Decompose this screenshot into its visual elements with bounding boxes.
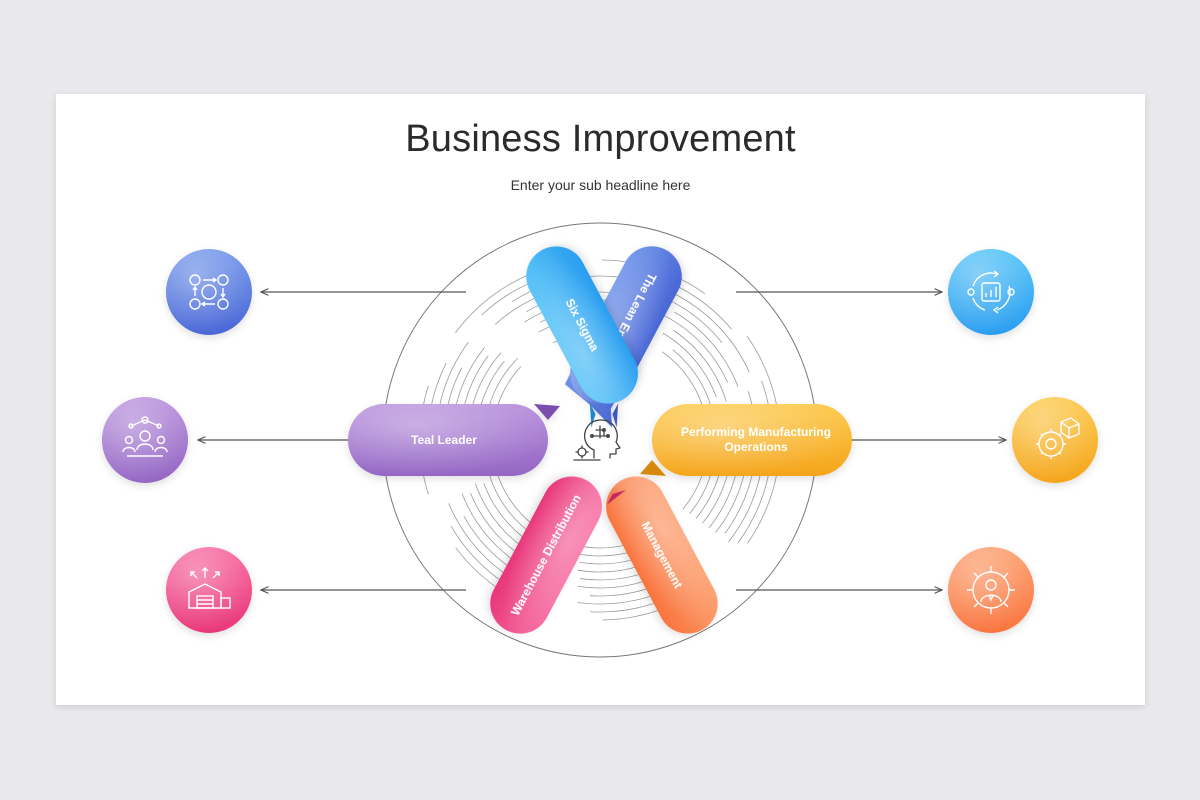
head-circuit-icon [573,419,621,461]
label-performing-line1: Performing Manufacturing [681,425,831,439]
slide-subtitle: Enter your sub headline here [510,177,691,193]
gears-workflow-icon [189,274,229,310]
slide-title: Business Improvement [405,118,796,160]
label-teal-leader: Teal Leader [411,433,477,447]
label-performing-line2: Operations [724,440,788,454]
circle-management[interactable] [948,547,1034,633]
cycle-chart-icon [967,270,1015,314]
gear-box-icon [1036,417,1080,459]
circle-performing-manufacturing[interactable] [1012,397,1098,483]
diagram: The Lean Enterprise Six Sigma Performing… [102,222,1098,658]
warehouse-icon [188,567,231,609]
circle-teal-leader[interactable] [102,397,188,483]
gear-person-icon [967,566,1015,614]
circle-six-sigma[interactable] [948,249,1034,335]
team-network-icon [122,416,168,457]
petal-performing-manufacturing[interactable]: Performing Manufacturing Operations [640,404,852,476]
circle-lean-enterprise[interactable] [166,249,252,335]
circle-warehouse-distribution[interactable] [166,547,252,633]
slide: Business Improvement Enter your sub head… [56,94,1145,705]
petal-six-sigma[interactable]: Six Sigma [507,236,653,428]
connector-arrows [198,292,1006,590]
petal-teal-leader[interactable]: Teal Leader [348,404,560,476]
